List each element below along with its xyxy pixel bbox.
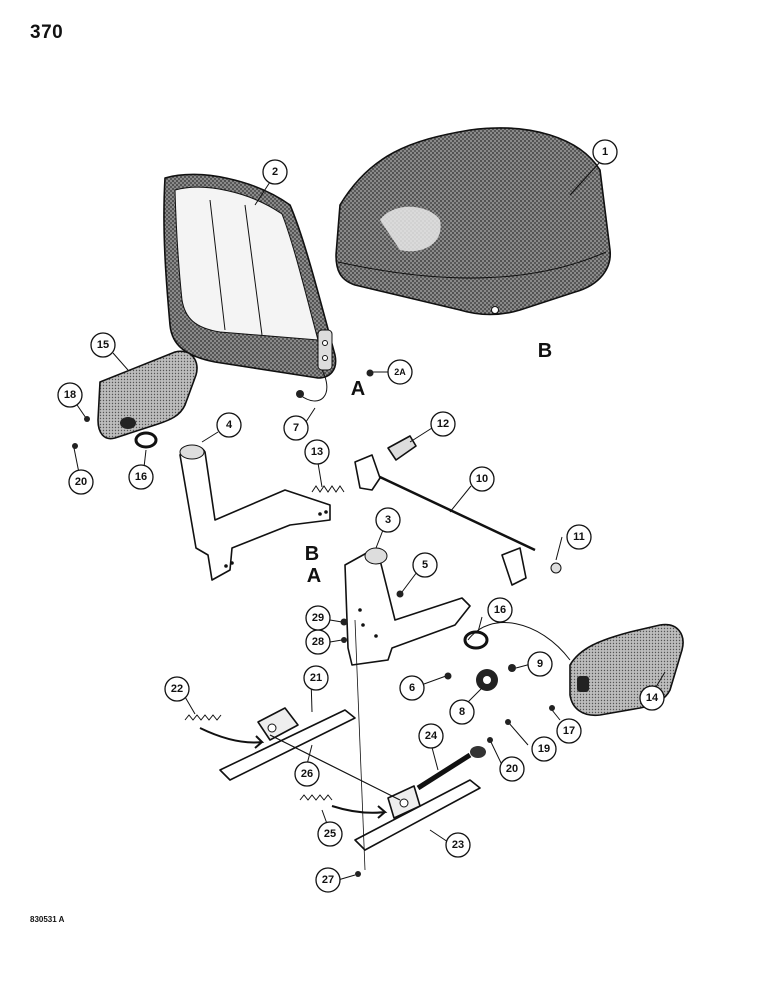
svg-text:22: 22 xyxy=(171,683,183,695)
svg-text:14: 14 xyxy=(646,692,659,704)
reference-letters: A B B A xyxy=(305,340,552,587)
cable-b xyxy=(467,622,571,661)
spring-22 xyxy=(184,714,222,721)
svg-text:15: 15 xyxy=(97,339,109,351)
nut-9 xyxy=(508,664,516,672)
svg-text:4: 4 xyxy=(226,419,233,431)
document-code: 830531 A xyxy=(30,915,65,924)
callout-7: 7 xyxy=(283,415,309,441)
callout-24: 24 xyxy=(418,723,444,749)
svg-text:16: 16 xyxy=(494,604,506,616)
callout-3: 3 xyxy=(375,507,401,533)
svg-text:3: 3 xyxy=(385,514,391,526)
svg-text:6: 6 xyxy=(409,682,415,694)
callout-26: 26 xyxy=(294,761,320,787)
armrest-pad-left xyxy=(97,350,198,440)
washer-16-left xyxy=(134,431,158,449)
letter-a-middle: A xyxy=(307,565,321,587)
pivot-rod xyxy=(354,435,536,586)
svg-text:13: 13 xyxy=(311,446,323,458)
svg-text:26: 26 xyxy=(301,768,313,780)
svg-text:2: 2 xyxy=(272,166,278,178)
slide-rail-21 xyxy=(219,707,356,781)
handle-24 xyxy=(416,746,486,791)
svg-text:9: 9 xyxy=(537,658,543,670)
svg-text:28: 28 xyxy=(312,636,324,648)
callout-12: 12 xyxy=(430,411,456,437)
svg-text:7: 7 xyxy=(293,422,299,434)
linkage-26 xyxy=(269,734,401,801)
svg-text:2A: 2A xyxy=(394,367,406,377)
callout-17: 17 xyxy=(556,718,582,744)
svg-text:20: 20 xyxy=(75,476,87,488)
callout-15: 15 xyxy=(90,332,116,358)
hardware xyxy=(72,369,555,877)
svg-text:16: 16 xyxy=(135,471,147,483)
svg-text:20: 20 xyxy=(506,763,518,775)
svg-text:23: 23 xyxy=(452,839,464,851)
callout-22: 22 xyxy=(164,676,190,702)
letter-a-top: A xyxy=(351,378,365,400)
callout-27: 27 xyxy=(315,867,341,893)
svg-text:29: 29 xyxy=(312,612,324,624)
spring-25 xyxy=(299,794,333,801)
callout-28: 28 xyxy=(305,629,331,655)
callout-14: 14 xyxy=(639,685,665,711)
svg-text:24: 24 xyxy=(425,730,438,742)
svg-text:18: 18 xyxy=(64,389,76,401)
callout-2a: 2A xyxy=(387,359,413,385)
svg-text:11: 11 xyxy=(573,531,585,543)
callout-19: 19 xyxy=(531,736,557,762)
leader-lines xyxy=(73,161,666,881)
svg-text:10: 10 xyxy=(476,473,488,485)
armrest-bracket-left xyxy=(179,444,331,581)
callout-16-left: 16 xyxy=(128,464,154,490)
callout-20-right: 20 xyxy=(499,756,525,782)
cable-a xyxy=(299,369,328,402)
svg-text:27: 27 xyxy=(322,874,334,886)
callout-16-right: 16 xyxy=(487,597,513,623)
nut-11 xyxy=(550,562,562,574)
callout-29: 29 xyxy=(305,605,331,631)
pin-line xyxy=(354,619,366,871)
callout-20-left: 20 xyxy=(68,469,94,495)
callout-13: 13 xyxy=(304,439,330,465)
svg-text:19: 19 xyxy=(538,743,550,755)
callout-11: 11 xyxy=(566,524,592,550)
svg-text:25: 25 xyxy=(324,828,336,840)
callout-10: 10 xyxy=(469,466,495,492)
star-knob xyxy=(476,669,498,691)
armrest-bracket-right xyxy=(344,547,471,666)
callout-2: 2 xyxy=(262,159,288,185)
seat-cushion xyxy=(335,127,611,316)
svg-text:17: 17 xyxy=(563,725,575,737)
arrow-25 xyxy=(331,805,388,819)
spring-13 xyxy=(311,485,345,493)
callout-18: 18 xyxy=(57,382,83,408)
slide-rail-23 xyxy=(354,779,481,851)
svg-text:21: 21 xyxy=(310,672,322,684)
callout-21: 21 xyxy=(303,665,329,691)
callout-1: 1 xyxy=(592,139,618,165)
callout-5: 5 xyxy=(412,552,438,578)
callout-8: 8 xyxy=(449,699,475,725)
callout-23: 23 xyxy=(445,832,471,858)
callout-4: 4 xyxy=(216,412,242,438)
page-number: 370 xyxy=(30,22,64,43)
svg-text:1: 1 xyxy=(602,146,608,158)
arrow-22 xyxy=(199,727,265,749)
letter-b-middle: B xyxy=(305,543,319,565)
seat-back xyxy=(163,173,337,379)
letter-b-top: B xyxy=(538,340,552,362)
callout-9: 9 xyxy=(527,651,553,677)
svg-text:12: 12 xyxy=(437,418,449,430)
callout-6: 6 xyxy=(399,675,425,701)
callout-25: 25 xyxy=(317,821,343,847)
svg-text:5: 5 xyxy=(422,559,428,571)
svg-text:8: 8 xyxy=(459,706,465,718)
armrest-pad-right xyxy=(569,623,684,717)
